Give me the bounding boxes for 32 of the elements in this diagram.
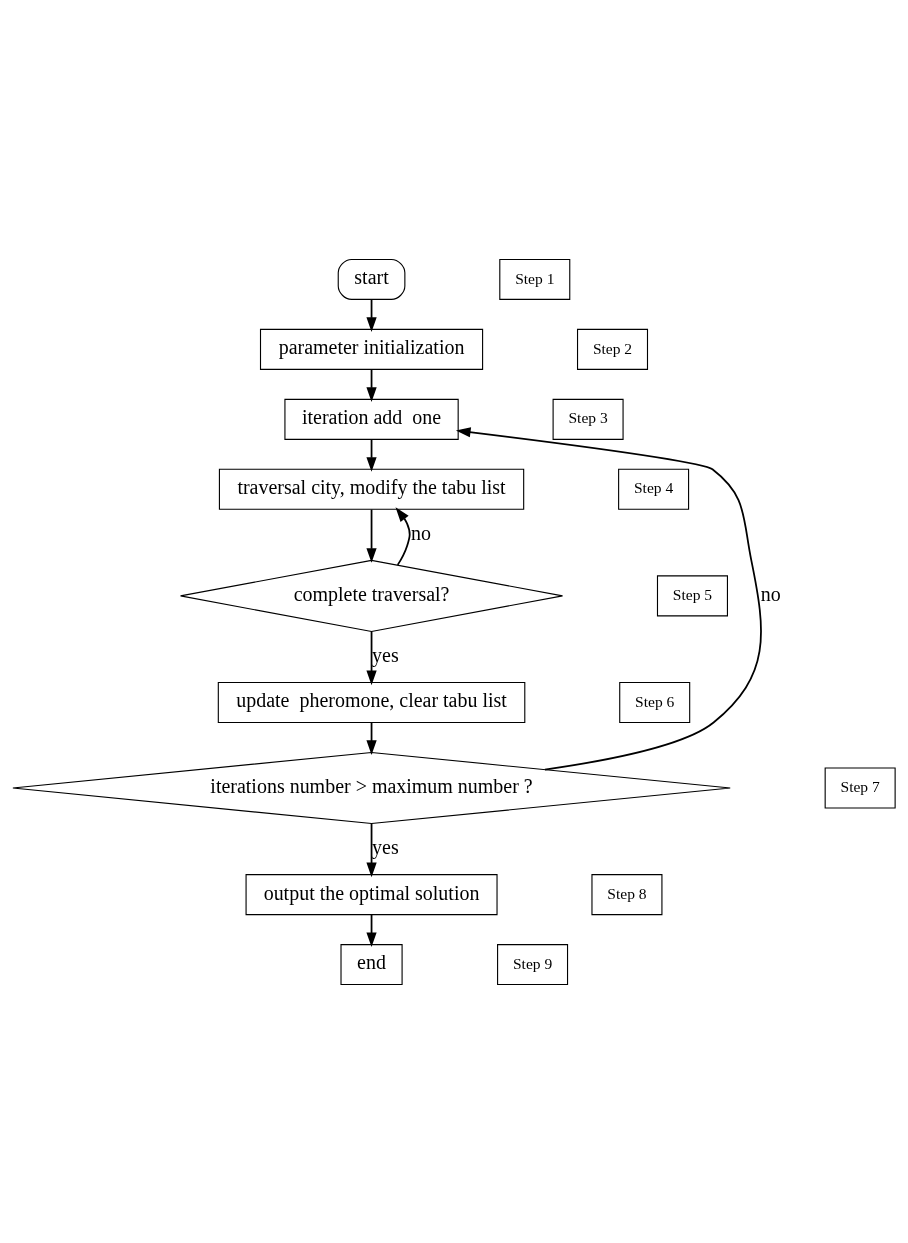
node-box: Step 4: [618, 468, 690, 510]
node-box: update pheromone, clear tabu list: [217, 681, 526, 723]
arrow: [366, 508, 377, 563]
node-box: iteration add one: [284, 398, 459, 440]
node-box: Step 1: [499, 258, 571, 300]
node-diamond: complete traversal?: [180, 559, 564, 632]
node-box: start: [337, 258, 406, 300]
edge-label: no: [410, 521, 431, 544]
node-box: traversal city, modify the tabu list: [218, 468, 525, 510]
node-box: end: [340, 943, 403, 985]
node-box: Step 6: [619, 681, 691, 723]
arrow: [366, 913, 377, 947]
arrow: [366, 368, 377, 402]
node-box: Step 7: [824, 766, 896, 809]
node-box: Step 3: [552, 398, 624, 440]
edge-label: yes: [372, 643, 399, 666]
arrow: [366, 721, 377, 755]
node-box: Step 5: [656, 574, 728, 616]
arrow: [366, 438, 377, 472]
arrow: [366, 298, 377, 332]
node-box: Step 2: [577, 328, 649, 370]
arrow: [395, 506, 411, 566]
node-box: Step 9: [497, 943, 569, 985]
node-box: parameter initialization: [259, 328, 484, 370]
node-box: output the optimal solution: [245, 873, 498, 915]
arrow: [455, 426, 762, 770]
node-diamond: iterations number > maximum number ?: [12, 751, 731, 824]
arrow: [366, 630, 377, 685]
arrow: [366, 822, 377, 877]
edge-label: yes: [372, 835, 399, 858]
edge-label: no: [760, 582, 781, 605]
node-box: Step 8: [591, 873, 663, 915]
